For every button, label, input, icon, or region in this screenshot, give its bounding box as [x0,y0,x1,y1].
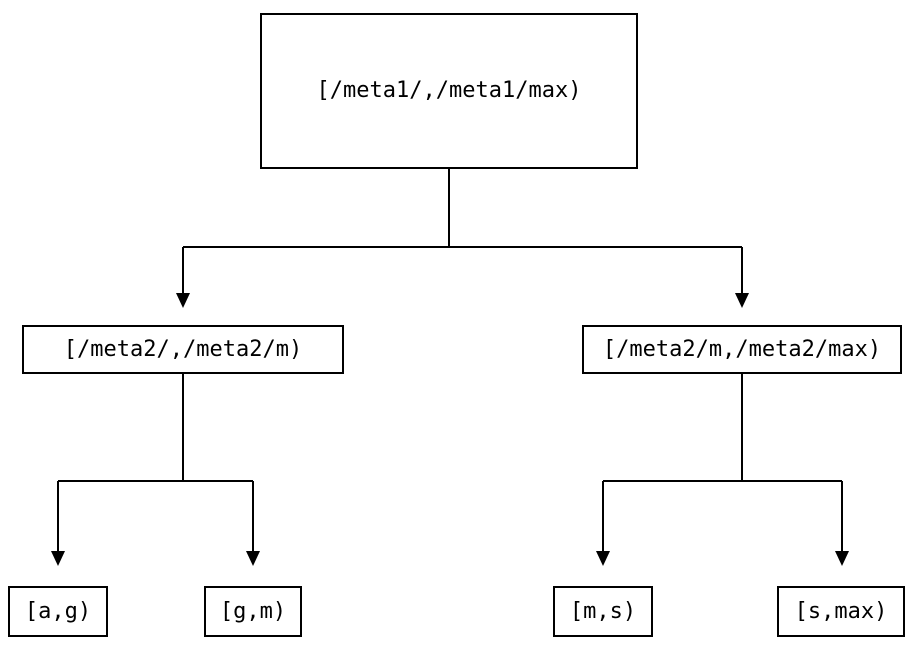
connector-right-child-to-leaves [602,374,843,551]
arrow-down-icon [735,293,749,308]
arrow-down-icon [51,551,65,566]
node-leaf-ag: [a,g) [8,586,108,637]
node-leaf-smax: [s,max) [777,586,905,637]
node-child-left: [/meta2/,/meta2/m) [22,325,344,374]
arrow-down-icon [835,551,849,566]
node-child-left-label: [/meta2/,/meta2/m) [63,336,303,362]
node-root: [/meta1/,/meta1/max) [260,13,638,169]
node-leaf-ag-label: [a,g) [24,598,92,624]
arrow-down-icon [596,551,610,566]
node-root-label: [/meta1/,/meta1/max) [316,78,582,103]
connector-left-child-to-leaves [57,374,254,551]
node-leaf-ms: [m,s) [553,586,653,637]
node-leaf-smax-label: [s,max) [794,598,888,624]
node-leaf-ms-label: [m,s) [569,598,637,624]
node-child-right-label: [/meta2/m,/meta2/max) [602,336,882,362]
node-leaf-gm-label: [g,m) [219,598,287,624]
arrow-down-icon [176,293,190,308]
connector-root-to-children [182,169,743,293]
node-child-right: [/meta2/m,/meta2/max) [582,325,902,374]
arrow-down-icon [246,551,260,566]
node-leaf-gm: [g,m) [204,586,302,637]
